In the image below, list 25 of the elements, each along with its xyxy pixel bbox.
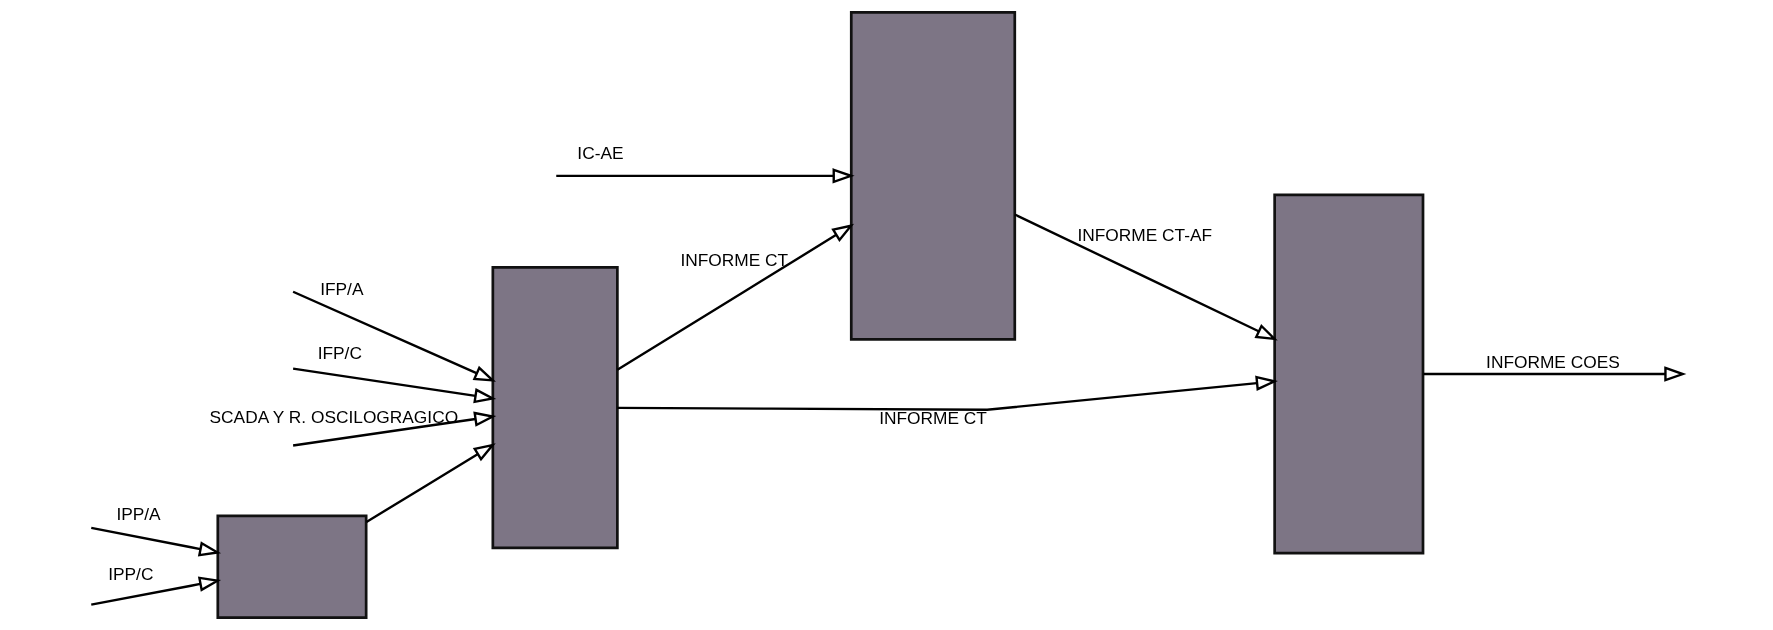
arrow (292, 411, 496, 447)
edge-label: SCADA Y R. OSCILOGRAGICO (209, 406, 458, 427)
edge-label: IPP/C (107, 564, 153, 585)
edge-label: IFP/C (317, 342, 362, 363)
arrow (616, 375, 1278, 411)
edge-label: IC-AE (576, 143, 624, 164)
arrow (90, 526, 221, 557)
arrow (555, 168, 855, 184)
node-box (491, 266, 619, 550)
arrow (616, 223, 854, 371)
edge-label: INFORME CT-AF (1076, 224, 1212, 245)
edge-label: IFP/A (319, 278, 363, 299)
arrow (90, 576, 221, 606)
node-box (849, 11, 1016, 341)
node-box (1272, 193, 1424, 555)
arrow (292, 290, 496, 382)
edge-label: INFORME CT (878, 407, 987, 428)
arrow (1422, 366, 1686, 382)
edge-label: IPP/A (115, 504, 161, 525)
edge-label: INFORME COES (1485, 352, 1620, 373)
arrow (1013, 213, 1278, 341)
arrow (365, 443, 496, 523)
edge-label: INFORME CT (679, 249, 788, 270)
arrow (292, 367, 496, 404)
node-box (215, 514, 367, 619)
